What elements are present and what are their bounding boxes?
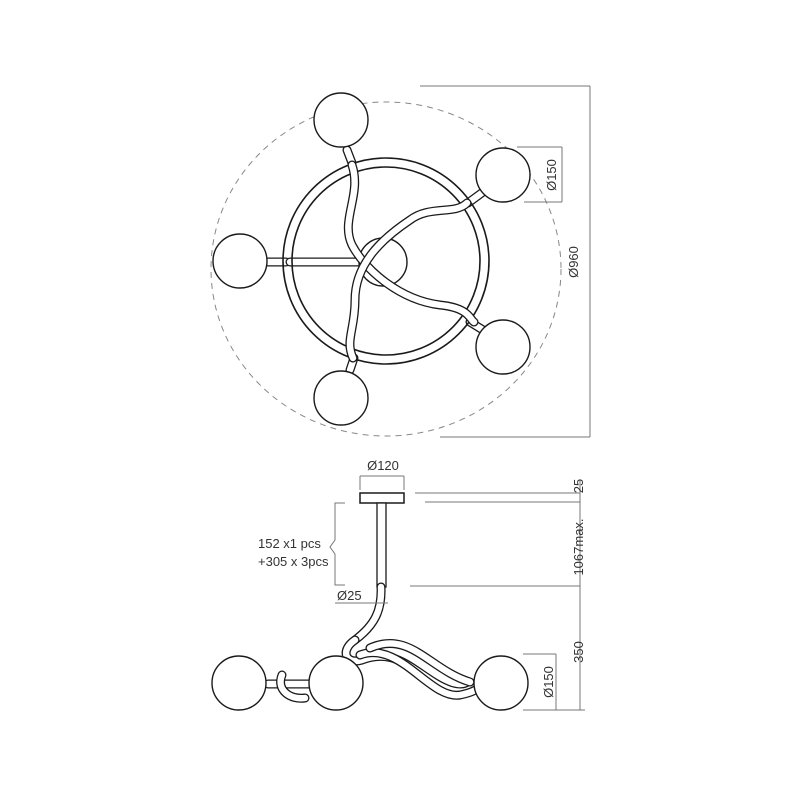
side-globe-right [473,655,529,711]
side-view: Ø120 25 1067max. 350 Ø150 152 x1 pcs +30… [211,458,586,711]
outer-ring-outer [282,157,490,365]
wavy-tubes [343,160,479,363]
side-globe-left [211,655,267,711]
side-tubes [263,635,487,703]
canopy-height-label: 25 [571,479,586,493]
rod-note-line1: 152 x1 pcs [258,536,321,551]
globe-upper-right [475,147,531,203]
overall-diameter-circle [210,101,562,437]
globe-top [313,92,369,148]
max-drop-label: 1067max. [571,518,586,575]
body-height-label: 350 [571,641,586,663]
rod [376,502,387,588]
canopy [359,492,405,504]
overall-diameter-label: Ø960 [566,246,581,278]
outer-ring-inner [291,166,481,356]
globe-left [212,233,268,289]
globe-bottom [313,370,369,426]
rod-bracket [329,502,345,586]
globe-lower-right [475,319,531,375]
side-globe-center [308,655,364,711]
rod-diameter-label: Ø25 [337,588,362,603]
top-globe-diameter-label: Ø150 [544,159,559,191]
top-view: Ø960 Ø150 [210,85,591,438]
side-globe-diameter-label: Ø150 [541,666,556,698]
canopy-diameter-label: Ø120 [367,458,399,473]
rod-note-line2: +305 x 3pcs [258,554,329,569]
